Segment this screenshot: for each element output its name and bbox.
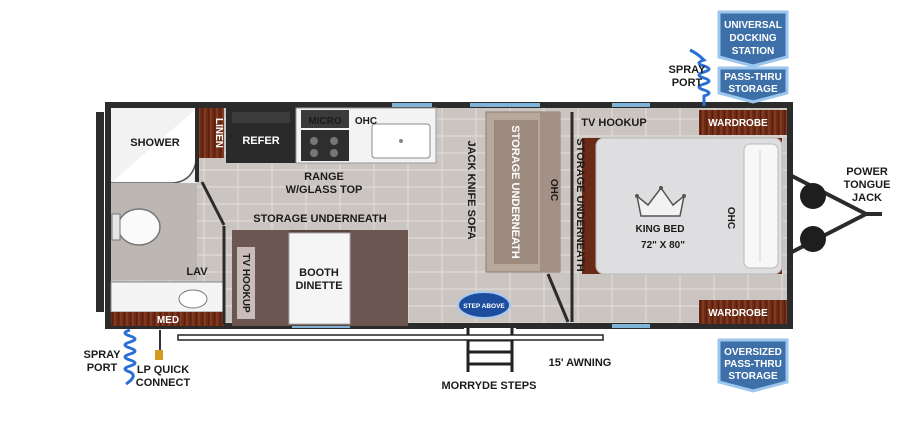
badge-oversized-pass-thru-storage: OVERSIZED PASS-THRU STORAGE — [717, 338, 789, 393]
label-wardrobe-top: WARDROBE — [708, 118, 768, 129]
label-storage-dinette: STORAGE UNDERNEATH — [253, 213, 386, 225]
hitch — [789, 173, 882, 255]
label-bed-size: 72" X 80" — [641, 240, 685, 251]
label-tv-hookup-bedroom: TV HOOKUP — [581, 117, 646, 129]
pillows — [743, 143, 779, 269]
rear-bumper — [96, 112, 104, 312]
king-crown-icon — [635, 186, 686, 217]
svg-text:STORAGE: STORAGE — [728, 84, 778, 95]
wardrobe-bottom — [699, 300, 787, 324]
label-wardrobe-bottom: WARDROBE — [708, 308, 768, 319]
label-med: MED — [157, 315, 179, 326]
label-jack: JACK — [852, 192, 882, 204]
label-ohc-sofa: OHC — [548, 179, 559, 201]
label-lp-quick: LP QUICK — [137, 364, 189, 376]
wardrobe-top — [699, 110, 787, 135]
label-spray-port-rear: SPRAY — [84, 349, 122, 361]
lp-connector — [155, 330, 163, 360]
svg-text:STORAGE: STORAGE — [728, 371, 778, 382]
badge-universal-docking-station: UNIVERSAL DOCKING STATION — [717, 10, 789, 68]
badge-pass-thru-storage-top: PASS-THRU STORAGE — [717, 66, 789, 104]
label-lav: LAV — [186, 266, 208, 278]
jack-knife-sofa — [485, 111, 561, 273]
label-micro: MICRO — [308, 116, 342, 127]
label-ohc-kitchen: OHC — [355, 116, 377, 127]
label-awning: 15' AWNING — [549, 357, 612, 369]
svg-text:STATION: STATION — [732, 46, 774, 57]
label-shower: SHOWER — [130, 137, 180, 149]
label-jack-knife-sofa: JACK KNIFE SOFA — [465, 140, 477, 239]
label-tv-hookup-dinette: TV HOOKUP — [240, 253, 251, 313]
label-morryde-steps: MORRYDE STEPS — [442, 380, 537, 392]
range-glass-top — [301, 130, 349, 161]
svg-text:PASS-THRU: PASS-THRU — [724, 359, 782, 370]
awning-bar — [177, 334, 604, 341]
label-storage-sofa: STORAGE UNDERNEATH — [509, 125, 521, 258]
bathroom — [110, 108, 226, 326]
label-storage-bed: STORAGE UNDERNEATH — [574, 138, 586, 271]
propane-tank-icon-2 — [800, 226, 826, 252]
dinette-table — [288, 232, 351, 325]
sink-icon — [178, 289, 208, 309]
booth-dinette — [232, 230, 408, 326]
label-spray-port-rear-2: PORT — [87, 362, 118, 374]
spray-port-rear-hose — [123, 328, 137, 386]
svg-text:UNIVERSAL: UNIVERSAL — [724, 20, 782, 31]
svg-text:OVERSIZED: OVERSIZED — [724, 347, 782, 358]
svg-text:PASS-THRU: PASS-THRU — [724, 72, 782, 83]
kitchen — [226, 107, 437, 164]
label-ohc-bed: OHC — [725, 207, 736, 229]
label-spray-port-front-2: PORT — [672, 77, 703, 89]
label-power: POWER — [846, 166, 888, 178]
toilet-icon — [117, 208, 161, 246]
label-linen: LINEN — [213, 118, 224, 148]
microwave — [301, 110, 349, 128]
linen-cabinet — [199, 108, 224, 158]
label-lp-connect: CONNECT — [136, 377, 191, 389]
step-above-logo: STEP ABOVE — [457, 291, 511, 319]
label-king-bed: KING BED — [636, 224, 685, 235]
label-range: RANGE — [304, 171, 344, 183]
label-range-glass: W/GLASS TOP — [286, 184, 363, 196]
label-dinette: DINETTE — [295, 280, 342, 292]
svg-text:DOCKING: DOCKING — [729, 33, 776, 44]
label-tongue: TONGUE — [844, 179, 891, 191]
svg-text:STEP ABOVE: STEP ABOVE — [463, 303, 505, 310]
label-refer: REFER — [242, 135, 279, 147]
propane-tank-icon — [800, 183, 826, 209]
spray-port-front-hose — [689, 48, 711, 106]
label-booth: BOOTH — [299, 267, 339, 279]
bedroom — [570, 110, 787, 324]
label-spray-port-front: SPRAY — [669, 64, 707, 76]
